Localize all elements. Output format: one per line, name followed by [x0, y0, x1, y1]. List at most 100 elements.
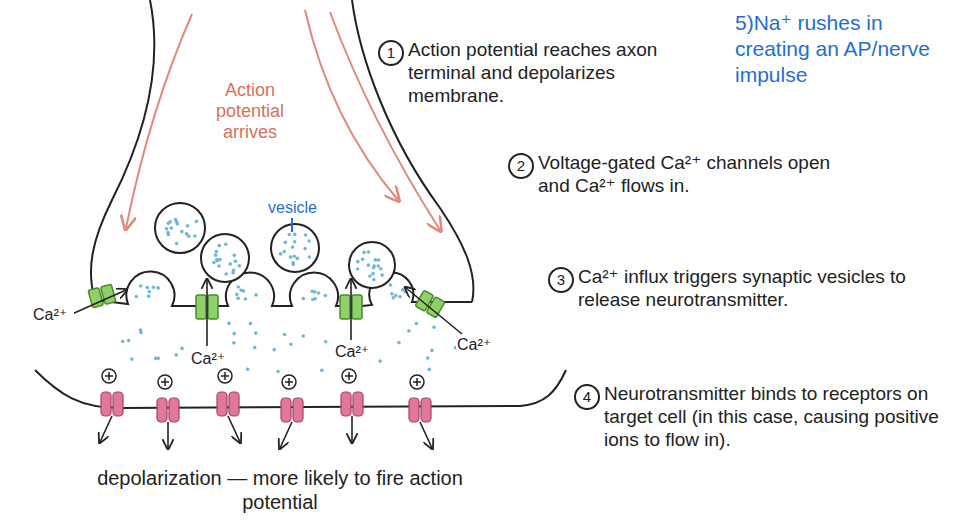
- calcium-channel: [415, 290, 445, 318]
- neurotransmitter-dot: [389, 283, 393, 287]
- receptor: [293, 398, 303, 422]
- step-text: Neurotransmitter binds to receptors on t…: [604, 382, 954, 451]
- neurotransmitter-dot: [244, 297, 248, 301]
- neurotransmitter-dot: [426, 356, 430, 360]
- positive-ion: [105, 372, 113, 380]
- neurotransmitter-dot: [379, 267, 383, 271]
- neurotransmitter-dot: [289, 342, 293, 346]
- neurotransmitter-dot: [378, 359, 382, 363]
- neurotransmitter-dot: [227, 322, 231, 326]
- neurotransmitter-dot: [195, 220, 199, 224]
- neurotransmitter-dot: [233, 254, 237, 258]
- neurotransmitter-dot: [324, 340, 328, 344]
- synaptic-vesicle: [349, 242, 395, 288]
- calcium-arrow: [72, 290, 126, 314]
- neurotransmitter-dot: [432, 325, 436, 329]
- neurotransmitter-dot: [372, 264, 376, 268]
- neurotransmitter-dot: [272, 348, 276, 352]
- neurotransmitter-dot: [301, 334, 305, 338]
- neurotransmitter-dot: [145, 286, 149, 290]
- ion-flow-arrow: [351, 416, 353, 442]
- receptor: [229, 392, 239, 416]
- neurotransmitter-dot: [291, 245, 295, 249]
- step-text: Voltage-gated Ca²⁺ channels open and Ca²…: [538, 151, 838, 197]
- positive-ion: [413, 378, 421, 386]
- neurotransmitter-dot: [283, 333, 287, 337]
- neurotransmitter-dot: [148, 290, 152, 294]
- receptor: [217, 392, 227, 416]
- neurotransmitter-dot: [374, 258, 378, 262]
- receptor: [157, 398, 167, 422]
- neurotransmitter-dot: [121, 340, 125, 344]
- neurotransmitter-dot: [311, 298, 315, 302]
- neurotransmitter-dot: [279, 252, 283, 256]
- neurotransmitter-dot: [152, 285, 156, 289]
- neurotransmitter-dot: [320, 368, 324, 372]
- neurotransmitter-dot: [193, 234, 197, 238]
- ion-label: Ca²⁺: [334, 343, 376, 361]
- neurotransmitter-dot: [356, 260, 360, 264]
- step-text: Action potential reaches axon terminal a…: [408, 38, 708, 107]
- neurotransmitter-dot: [362, 251, 366, 255]
- positive-ion: [218, 369, 232, 383]
- neurotransmitter-dot: [253, 346, 257, 350]
- neurotransmitter-dot: [130, 357, 134, 361]
- neurotransmitter-dot: [217, 264, 221, 268]
- neurotransmitter-dot: [303, 247, 307, 251]
- neurotransmitter-dot: [367, 263, 371, 267]
- neurotransmitter-dot: [249, 322, 253, 326]
- receptor: [353, 392, 363, 416]
- neurotransmitter-dot: [224, 242, 228, 246]
- neurotransmitter-dot: [407, 329, 411, 333]
- neurotransmitter-dot: [313, 290, 317, 294]
- callout-number: 3: [548, 267, 574, 293]
- neurotransmitter-dot: [394, 294, 398, 298]
- positive-ion: [221, 372, 229, 380]
- neurotransmitter-dot: [215, 250, 219, 254]
- neurotransmitter-dot: [254, 293, 258, 297]
- ion-flow-arrow: [280, 422, 292, 448]
- neurotransmitter-dot: [292, 254, 296, 258]
- neurotransmitter-dot: [238, 264, 242, 268]
- neurotransmitter-dot: [246, 367, 250, 371]
- neurotransmitter-dot: [376, 264, 380, 268]
- neurotransmitter-dot: [291, 263, 295, 267]
- neurotransmitter-dot: [368, 274, 372, 278]
- neurotransmitter-dot: [217, 244, 221, 248]
- neurotransmitter-dot: [139, 331, 143, 335]
- neurotransmitter-dot: [212, 261, 216, 265]
- neurotransmitter-dot: [234, 259, 238, 263]
- neurotransmitter-dot: [239, 288, 243, 292]
- ion-label: Ca²⁺: [190, 350, 232, 368]
- neurotransmitter-dot: [254, 331, 258, 335]
- neurotransmitter-dot: [282, 250, 286, 254]
- receptor: [113, 392, 123, 416]
- receptor: [101, 392, 111, 416]
- neurotransmitter-dot: [214, 253, 218, 257]
- neurotransmitter-dot: [403, 290, 407, 294]
- neurotransmitter-dot: [215, 258, 219, 262]
- ion-label: Ca²⁺: [456, 336, 498, 354]
- calcium-arrow: [406, 288, 462, 334]
- neurotransmitter-dot: [304, 233, 308, 237]
- ion-flow-arrow: [420, 422, 432, 448]
- neurotransmitter-dot: [398, 295, 402, 299]
- neurotransmitter-dot: [276, 370, 280, 374]
- result-caption: depolarization — more likely to fire act…: [60, 466, 500, 514]
- neurotransmitter-dot: [139, 284, 143, 288]
- handwritten-note: 5)Na⁺ rushes in creating an AP/nerve imp…: [735, 10, 960, 88]
- neurotransmitter-dot: [232, 332, 236, 336]
- neurotransmitter-dot: [186, 224, 190, 228]
- neurotransmitter-dot: [324, 294, 328, 298]
- vesicle-leader: [291, 218, 293, 232]
- neurotransmitter-dot: [165, 227, 169, 231]
- synaptic-vesicle: [201, 234, 249, 282]
- neurotransmitter-dot: [134, 295, 138, 299]
- receptor: [341, 392, 351, 416]
- neurotransmitter-dot: [174, 353, 178, 357]
- presynaptic-membrane: [95, 271, 472, 306]
- neurotransmitter-dot: [287, 233, 291, 237]
- neurotransmitter-dot: [218, 258, 222, 262]
- neurotransmitter-dot: [296, 257, 300, 261]
- neurotransmitter-dot: [235, 293, 239, 297]
